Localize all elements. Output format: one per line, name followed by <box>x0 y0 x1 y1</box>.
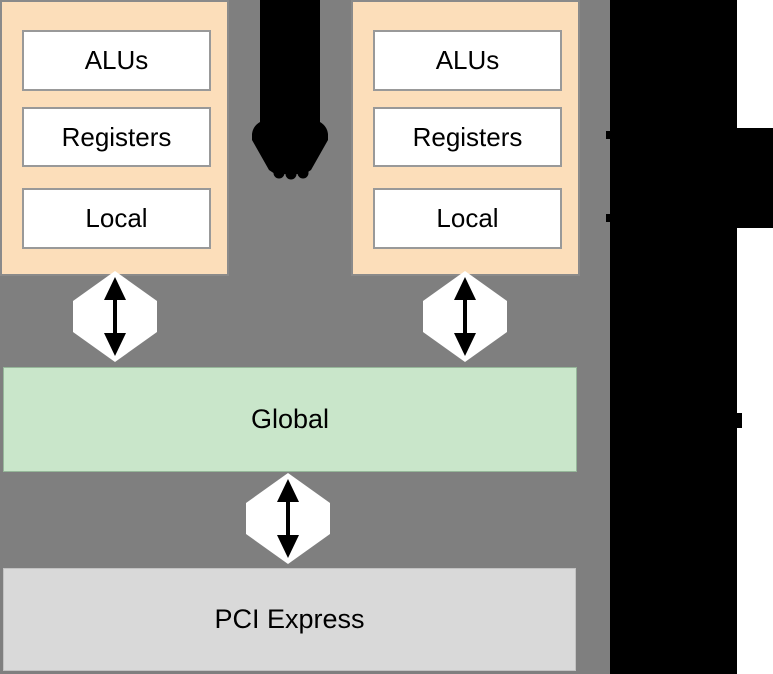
pci-express-bar: PCI Express <box>3 568 576 671</box>
arrow-tip-remnant-local <box>606 214 612 222</box>
redaction-column <box>610 0 737 674</box>
compute-unit-left: ALUs Registers Local <box>0 0 229 276</box>
arrow-tip-remnant-global <box>736 413 742 428</box>
compute-unit-right: ALUs Registers Local <box>351 0 580 276</box>
local-label-right: Local <box>436 203 499 233</box>
alus-label-right: ALUs <box>435 45 500 75</box>
bidirectional-arrow-icon-left-unit <box>73 271 157 362</box>
global-memory-bar: Global <box>3 367 577 472</box>
alus-box-left: ALUs <box>22 30 211 91</box>
alus-box-right: ALUs <box>373 30 562 91</box>
local-box-left: Local <box>22 188 211 249</box>
registers-box-right: Registers <box>373 107 562 167</box>
registers-box-left: Registers <box>22 107 211 167</box>
ellipsis-continuation-icon <box>252 0 328 180</box>
alus-label-left: ALUs <box>84 45 149 75</box>
arrow-tip-remnant-registers <box>606 131 612 139</box>
local-label-left: Local <box>85 203 148 233</box>
bidirectional-arrow-icon-global-pci <box>246 473 330 564</box>
registers-label-left: Registers <box>61 121 172 152</box>
global-memory-label: Global <box>250 404 330 434</box>
bidirectional-arrow-icon-right-unit <box>423 271 507 362</box>
registers-label-right: Registers <box>412 121 523 152</box>
redaction-block-upper <box>610 128 773 228</box>
pci-express-label: PCI Express <box>214 604 365 634</box>
local-box-right: Local <box>373 188 562 249</box>
